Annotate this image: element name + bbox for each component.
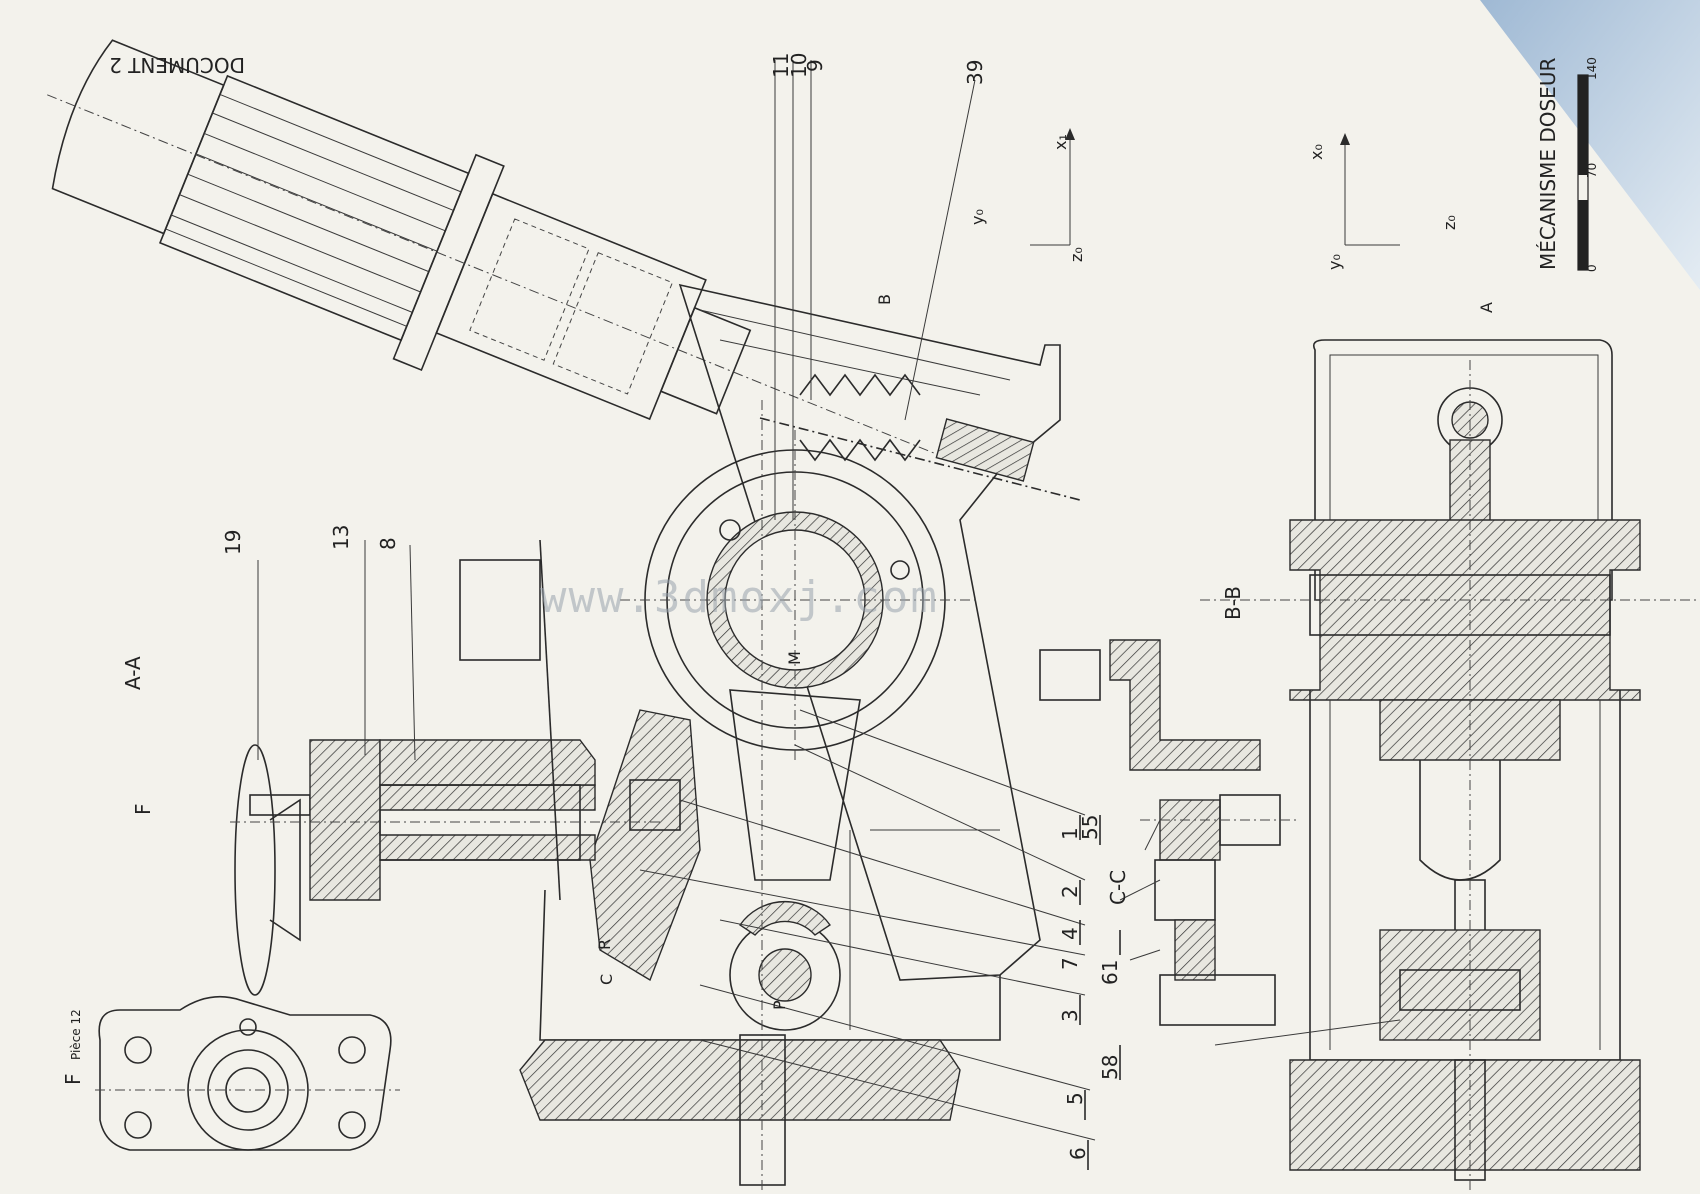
section-mark-f: F — [131, 803, 155, 815]
part-9: 9 — [803, 59, 827, 72]
part-2: 2 — [1058, 885, 1082, 898]
section-aa-label: A-A — [121, 656, 145, 690]
part-11: 11 — [769, 53, 793, 78]
view-f-label: F — [61, 1073, 85, 1085]
document-title: DOCUMENT 2 — [109, 53, 245, 77]
section-cc-label: C-C — [1106, 870, 1130, 905]
view-f-flange — [95, 995, 400, 1151]
point-c: C — [597, 974, 616, 985]
scale-bar — [1577, 74, 1589, 271]
leader-underlines — [1079, 815, 1121, 1170]
part-1: 1 — [1058, 827, 1082, 840]
part-19: 19 — [221, 530, 245, 555]
motor-assembly — [47, 39, 957, 463]
section-bb — [1200, 339, 1700, 1190]
point-r: R — [595, 939, 614, 950]
axis-x1: x₁ — [1051, 134, 1070, 150]
axis-y0-a: y₀ — [968, 209, 987, 225]
axes-set-1 — [1030, 128, 1075, 246]
view-f-note: Pièce 12 — [69, 1009, 83, 1060]
gearbox-housing — [678, 283, 1081, 981]
watermark: www.3dmoxj.com — [540, 572, 939, 623]
part-10: 10 — [787, 53, 811, 78]
axes-set-2 — [1340, 133, 1400, 246]
section-bb-label: B-B — [1221, 586, 1245, 620]
scale-tick-70: 70 — [1585, 163, 1599, 178]
point-m: M — [785, 651, 804, 665]
part-7: 7 — [1058, 957, 1082, 970]
part-5: 5 — [1063, 1092, 1087, 1105]
page-corner-fold — [1480, 0, 1700, 290]
axis-x0: x₀ — [1307, 144, 1326, 160]
part-4: 4 — [1058, 927, 1082, 940]
scale-tick-0: 0 — [1585, 264, 1599, 272]
section-mark-a: A — [1477, 302, 1496, 313]
point-p: P — [770, 1000, 789, 1010]
section-cc — [1039, 639, 1300, 1026]
frame — [519, 400, 1001, 1194]
part-58: 58 — [1098, 1055, 1122, 1080]
part-55: 55 — [1078, 815, 1102, 840]
part-13: 13 — [329, 525, 353, 550]
part-39: 39 — [963, 60, 987, 85]
leader-lines — [257, 60, 1401, 1141]
worm-wheel — [620, 430, 980, 760]
axis-y0-b: y₀ — [1325, 254, 1344, 270]
drawing-title: MÉCANISME DOSEUR — [1536, 58, 1560, 270]
axis-z0-a: z₀ — [1067, 247, 1086, 262]
axis-z0-b: z₀ — [1440, 215, 1459, 230]
part-6: 6 — [1066, 1147, 1090, 1160]
part-8: 8 — [376, 537, 400, 550]
section-mark-b: B — [875, 294, 894, 305]
adjuster-assembly — [230, 539, 660, 996]
connecting-rod — [729, 689, 861, 1031]
scale-tick-140: 140 — [1585, 57, 1599, 80]
part-3: 3 — [1058, 1009, 1082, 1022]
part-61: 61 — [1098, 960, 1122, 985]
